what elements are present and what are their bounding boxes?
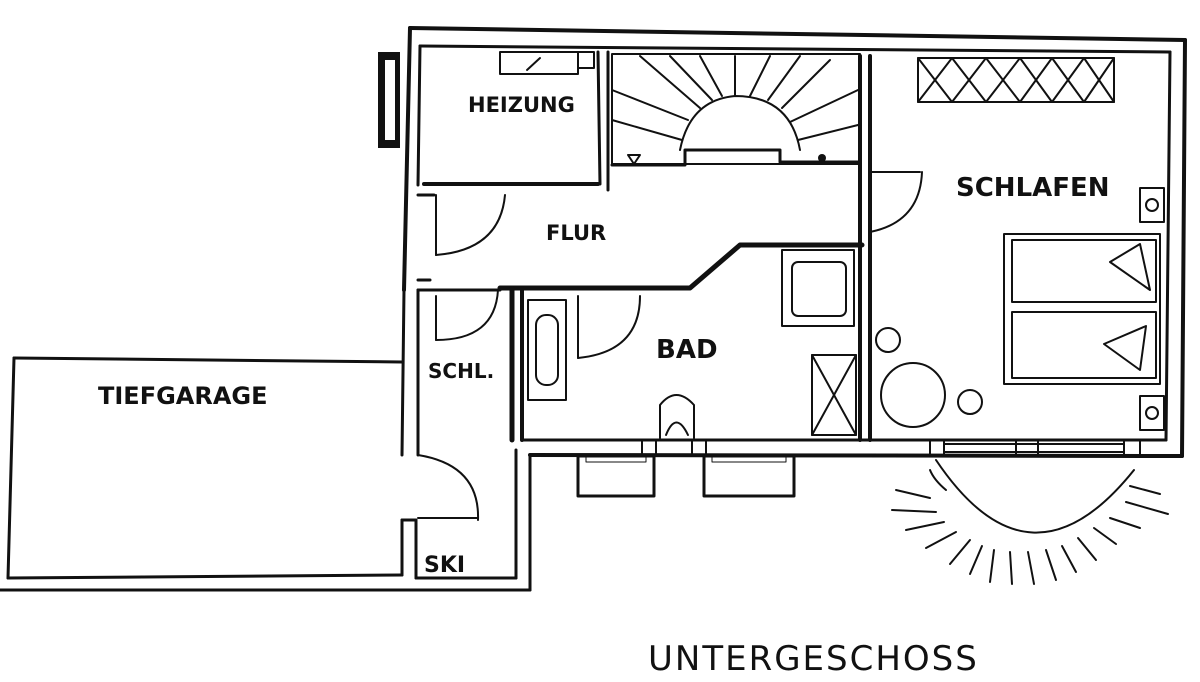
- plan-title: UNTERGESCHOSS: [648, 639, 979, 679]
- label-ski: SKI: [424, 553, 465, 578]
- schlafen-room: [869, 57, 1165, 431]
- chimney: [378, 52, 400, 148]
- heizung-room: [422, 50, 610, 192]
- outer-walls: [0, 26, 1187, 592]
- flur-walls: [416, 193, 865, 443]
- label-heizung: HEIZUNG: [468, 93, 575, 117]
- windows: [576, 439, 1141, 498]
- label-schlafen: SCHLAFEN: [956, 173, 1110, 203]
- staircase: [610, 53, 862, 167]
- light-well: [891, 459, 1169, 585]
- label-bad: BAD: [656, 335, 718, 365]
- label-schl: SCHL.: [428, 359, 494, 383]
- schl-door: [435, 289, 499, 341]
- ski-door: [417, 454, 480, 521]
- bad-room: [527, 54, 872, 442]
- label-flur: FLUR: [546, 221, 606, 245]
- garage-outline: [6, 356, 404, 580]
- label-tiefgarage: TIEFGARAGE: [98, 382, 268, 410]
